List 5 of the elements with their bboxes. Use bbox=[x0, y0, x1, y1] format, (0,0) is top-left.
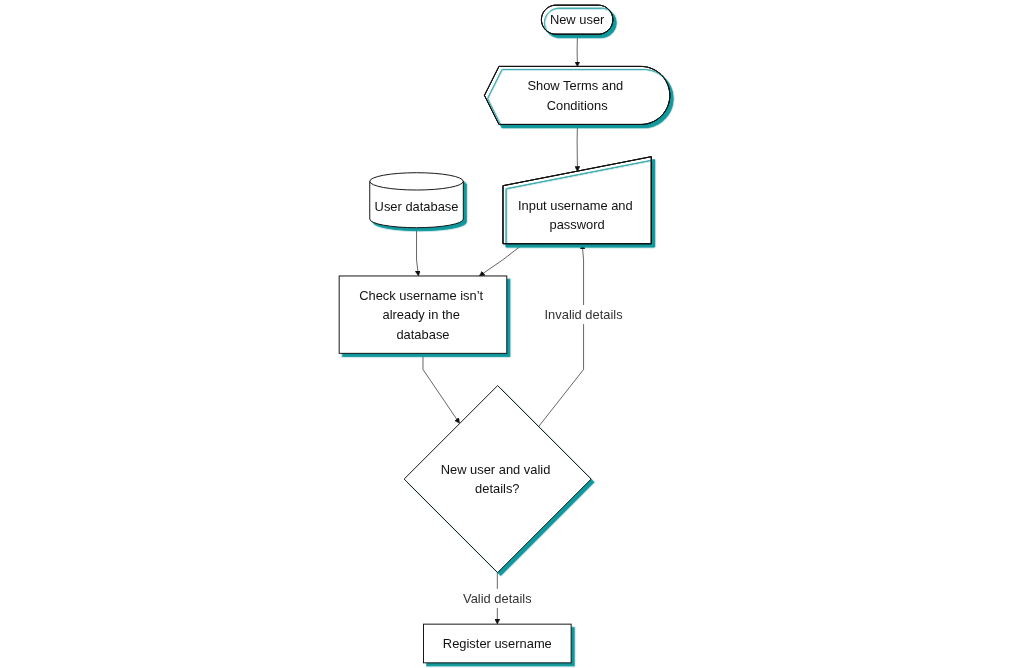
node-box: Check username isn’t already in the database bbox=[338, 275, 508, 354]
node-diamond: New user and valid details? bbox=[403, 385, 592, 574]
edge-label: Valid details bbox=[463, 591, 532, 606]
node-box: Register username bbox=[423, 623, 572, 664]
edge-label: Invalid details bbox=[544, 307, 623, 322]
